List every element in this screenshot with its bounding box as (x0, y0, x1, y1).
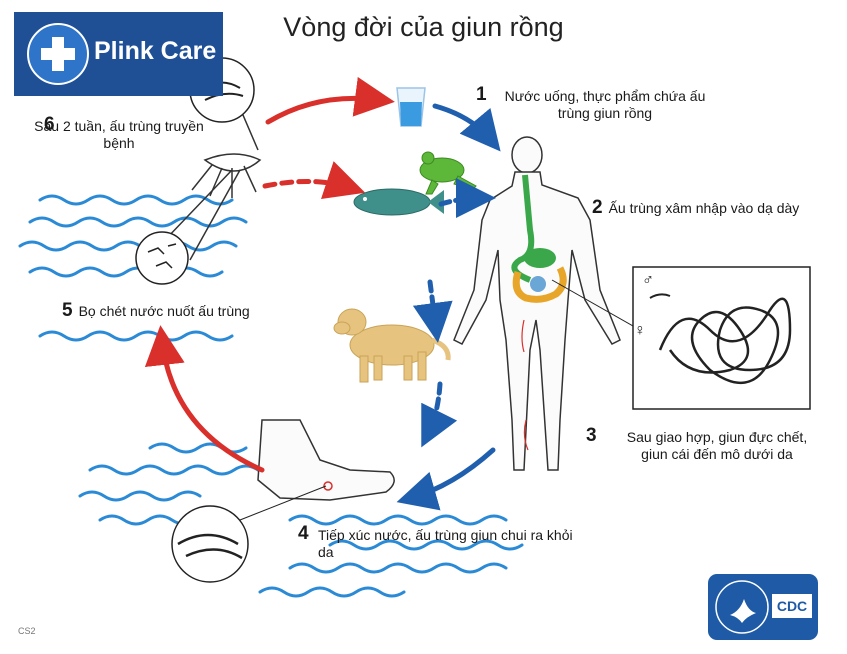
image-code: CS2 (18, 626, 36, 636)
step-5-text: Bọ chét nước nuốt ấu trùng (78, 303, 250, 319)
step-3-number: 3 (586, 425, 597, 446)
copepod-magnifier (135, 231, 189, 285)
water-glass-icon (396, 87, 426, 127)
step-3-label: 3 Sau giao hợp, giun đực chết, giun cái … (586, 425, 826, 463)
step-1-number: 1 (476, 84, 487, 105)
worm-trace-leg (521, 319, 529, 451)
step-1-text: Nước uống, thực phẩm chứa ấu trùng giun … (504, 88, 706, 121)
brand-logo: Plink Care (14, 12, 223, 96)
hhs-eagle-icon (715, 580, 769, 634)
step-6-text: Sau 2 tuần, ấu trùng truyền bệnh (34, 118, 204, 151)
step-2-label: 2 Ấu trùng xâm nhập vào dạ dày (592, 197, 842, 218)
larvae-magnifier-bottom (171, 485, 327, 583)
water-waves-top (18, 194, 248, 342)
step-5-number: 5 (62, 300, 73, 321)
copepod-icon (164, 65, 262, 261)
cdc-badge: CDC (708, 574, 818, 640)
worm-callout (551, 266, 811, 410)
step-1-label: 1 Nước uống, thực phẩm chứa ấu trùng giu… (476, 84, 766, 122)
female-symbol: ♀ (634, 322, 646, 339)
digestive-tract (511, 174, 567, 303)
brand-cross-icon (27, 23, 89, 85)
male-symbol: ♂ (642, 272, 654, 289)
step-4-label: 4 Tiếp xúc nước, ấu trùng giun chui ra k… (298, 523, 578, 561)
fish-icon (353, 188, 444, 216)
water-waves-bottom (78, 442, 524, 598)
step-3-text: Sau giao hợp, giun đực chết, giun cái đế… (626, 429, 808, 462)
blue-arrows (396, 103, 501, 511)
step-4-number: 4 (298, 523, 309, 544)
diagram-title: Vòng đời của giun rồng (283, 12, 564, 42)
dog-icon (333, 308, 451, 383)
step-2-number: 2 (592, 197, 603, 218)
step-5-label: 5 Bọ chét nước nuốt ấu trùng (62, 300, 302, 321)
step-6-number: 6 (44, 114, 55, 135)
frog-icon (419, 151, 477, 195)
red-arrows (144, 76, 395, 473)
human-body (453, 136, 621, 471)
brand-name: Plink Care (94, 37, 217, 65)
step-4-text: Tiếp xúc nước, ấu trùng giun chui ra khỏ… (318, 527, 573, 560)
step-6-label: 6 Sau 2 tuần, ấu trùng truyền bệnh (34, 114, 214, 152)
foot (257, 419, 395, 501)
step-2-text: Ấu trùng xâm nhập vào dạ dày (608, 200, 800, 216)
cdc-text: CDC (772, 594, 812, 618)
